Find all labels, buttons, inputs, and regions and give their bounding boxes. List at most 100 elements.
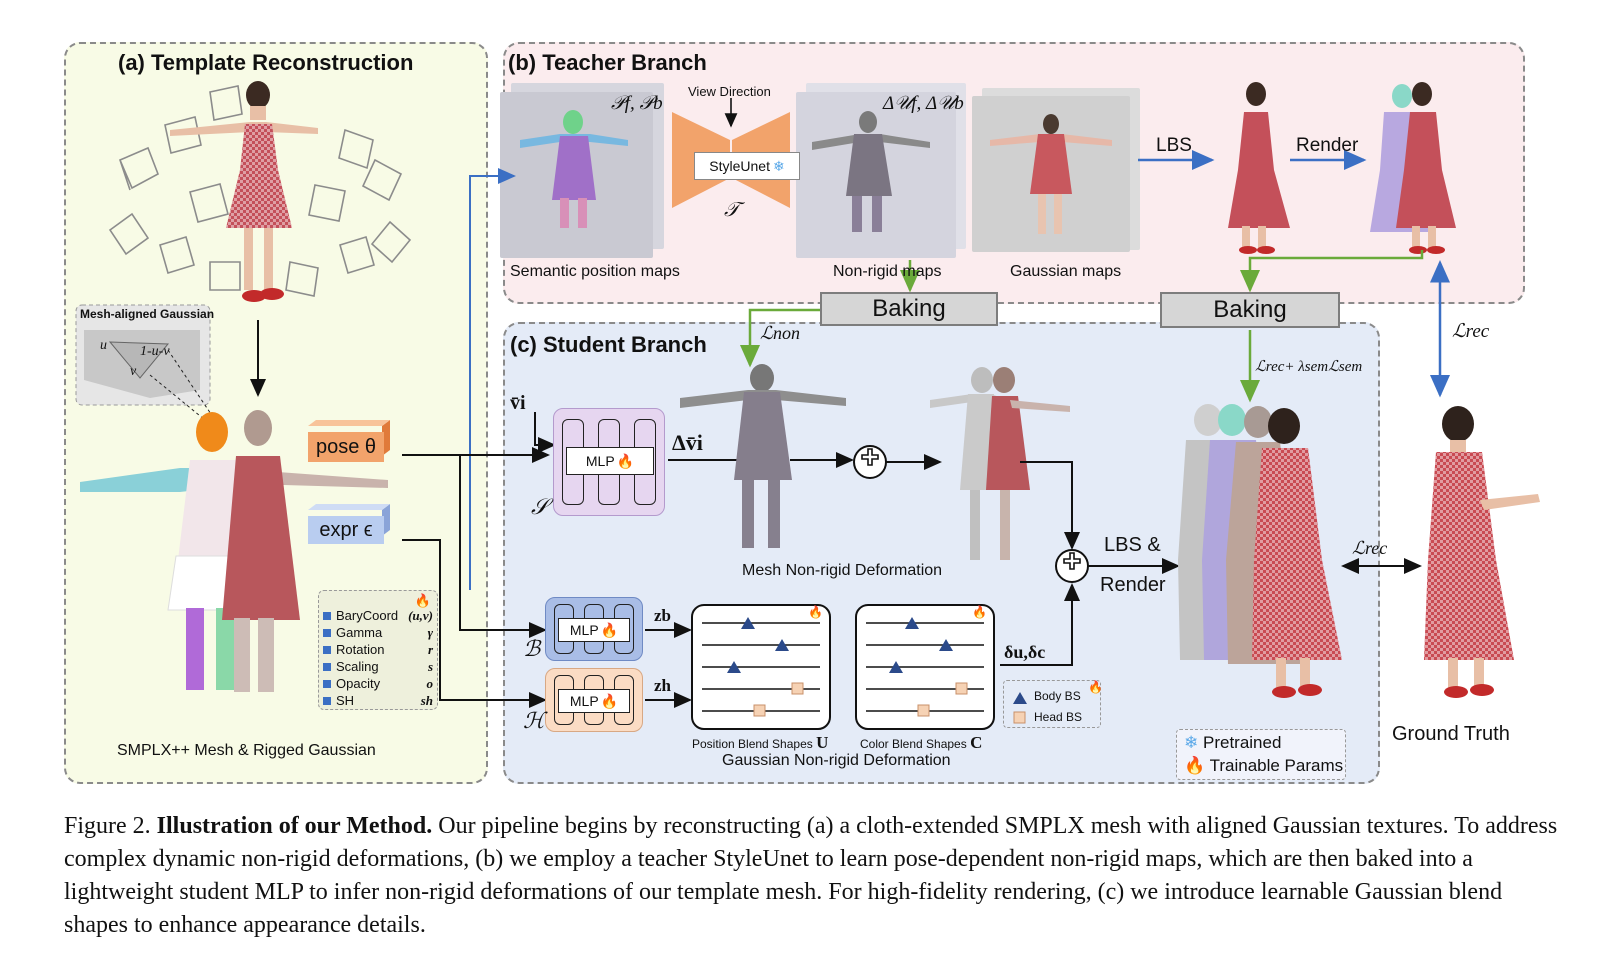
mlp-b-label: MLP (569, 622, 599, 638)
legend-flame-icon: 🔥 (1088, 680, 1103, 694)
v-i-label: v̄i (510, 392, 526, 414)
semantic-map-figure (520, 110, 628, 228)
attribute-name: Opacity (336, 676, 381, 691)
panel-c-title: (c) Student Branch (510, 332, 707, 357)
subject-figure-top (170, 81, 318, 302)
styleunet-box: StyleUnet ❄ (694, 152, 800, 180)
mesh-aligned-gaussian-label: Mesh-aligned Gaussian (80, 307, 215, 321)
attribute-name: Gamma (336, 625, 383, 640)
nonrigid-symbols: Δ𝒰f, Δ𝒰b (883, 93, 964, 114)
attribute-symbol: γ (427, 624, 433, 640)
delta-uc-label: δu,δc (1004, 642, 1046, 662)
smplx-label: SMPLX++ Mesh & Rigged Gaussian (117, 742, 376, 759)
ground-truth-figure (1424, 406, 1540, 698)
pretrained-legend-item: ❄ Pretrained (1184, 733, 1281, 753)
attribute-symbol: r (427, 641, 433, 657)
nonrigid-maps-label: Non-rigid maps (833, 263, 942, 280)
color-bs-label: Color Blend Shapes C (860, 733, 982, 753)
position-bs-text: Position Blend Shapes (692, 737, 813, 751)
color-bs-symbol: C (970, 733, 983, 752)
attribute-row: Opacity o (323, 675, 433, 692)
figure-caption: Figure 2. Illustration of our Method. Ou… (64, 810, 1564, 942)
lbs-render-line-2: Render (1100, 574, 1166, 596)
attribute-name: Scaling (336, 659, 379, 674)
attribute-symbol: o (426, 675, 434, 691)
attribute-bullet-icon (323, 611, 331, 620)
snowflake-icon: ❄ (1184, 733, 1199, 752)
trainable-legend-item: 🔥 Trainable Params (1184, 756, 1343, 776)
trainable-flame-icon: 🔥 (414, 593, 431, 608)
s-symbol: 𝒮 (531, 494, 549, 519)
panel-b-title: (b) Teacher Branch (508, 50, 707, 75)
flame-icon: 🔥 (600, 692, 619, 709)
position-bs-symbol: U (816, 733, 829, 752)
l-rec-sem-label: ℒrec+ λsemℒsem (1255, 359, 1363, 375)
attribute-name: SH (336, 693, 355, 708)
attribute-name: BaryCoord (336, 608, 399, 623)
gaussian-nonrigid-label: Gaussian Non-rigid Deformation (722, 752, 951, 769)
ground-truth-label: Ground Truth (1392, 723, 1510, 745)
nonrigid-map-figure (812, 111, 930, 232)
lbs-render-line-1: LBS & (1104, 534, 1161, 556)
body-bs-label: Body BS (1034, 689, 1081, 703)
attribute-symbol: s (427, 658, 433, 674)
params-legend (1176, 729, 1346, 780)
mlp-h-label-box: MLP🔥 (558, 689, 630, 713)
position-bs-label: Position Blend Shapes U (692, 733, 828, 753)
pose-label: pose θ (315, 435, 377, 458)
flame-icon: 🔥 (600, 621, 619, 638)
pretrained-label: Pretrained (1202, 733, 1282, 752)
baking-box-left: Baking (820, 292, 998, 326)
attribute-symbol: (u,v) (408, 607, 433, 623)
flame-icon: 🔥 (1184, 756, 1206, 775)
semantic-maps-label: Semantic position maps (510, 263, 680, 280)
styleunet-label: StyleUnet (709, 158, 770, 174)
bs-legend (1003, 680, 1101, 728)
caption-text: Our pipeline begins by reconstructing (a… (64, 813, 1558, 938)
baking-right-label: Baking (1213, 296, 1287, 323)
mlp-s-label: MLP (585, 453, 615, 469)
attribute-row: SH sh (323, 692, 433, 709)
student-final-figures (1178, 404, 1342, 698)
l-rec-right-label: ℒrec (1452, 321, 1490, 342)
attribute-name: Rotation (336, 642, 385, 657)
baking-left-label: Baking (872, 295, 946, 322)
color-bs-flame-icon: 🔥 (972, 605, 987, 619)
attribute-row: Gamma γ (323, 624, 433, 641)
mlp-h-label: MLP (569, 693, 599, 709)
attribute-symbol: sh (420, 692, 433, 708)
flame-icon: 🔥 (616, 452, 635, 469)
z-h-label: zh (654, 676, 671, 695)
attribute-bullet-icon (323, 628, 331, 637)
attribute-bullet-icon (323, 696, 331, 705)
gaussian-maps-label: Gaussian maps (1010, 263, 1122, 280)
b-symbol: ℬ (523, 636, 541, 661)
attribute-bullet-icon (323, 662, 331, 671)
semantic-symbols: 𝒫f, 𝒫b (611, 93, 663, 114)
teacher-rendered-figure (1370, 82, 1456, 254)
l-non-label: ℒnon (760, 323, 800, 343)
camera-ring (108, 85, 412, 297)
l-rec-mid-label: ℒrec (1352, 538, 1388, 558)
caption-prefix: Figure 2. (64, 813, 151, 839)
head-bs-label: Head BS (1034, 710, 1083, 724)
attribute-bullet-icon (323, 645, 331, 654)
attribute-row: BaryCoord (u,v) (323, 607, 433, 624)
mlp-s-label-box: MLP🔥 (566, 447, 654, 475)
render-label: Render (1296, 135, 1359, 156)
mlp-b-block: MLP🔥 (545, 597, 643, 661)
bary-u-label: u (100, 338, 107, 353)
mlp-h-block: MLP🔥 (545, 668, 643, 732)
pose-input-box: pose θ (308, 432, 384, 462)
deformed-template-figure (930, 367, 1070, 560)
view-direction-label: View Direction (688, 84, 771, 99)
color-bs-text: Color Blend Shapes (860, 737, 967, 751)
attribute-bullet-icon (323, 679, 331, 688)
trainable-label: Trainable Params (1209, 756, 1344, 775)
rigged-gaussian-figure (222, 410, 388, 692)
attribute-row: Rotation r (323, 641, 433, 658)
z-b-label: zb (654, 606, 671, 625)
expr-input-box: expr ϵ (308, 516, 384, 544)
lbs-label: LBS (1156, 135, 1192, 156)
